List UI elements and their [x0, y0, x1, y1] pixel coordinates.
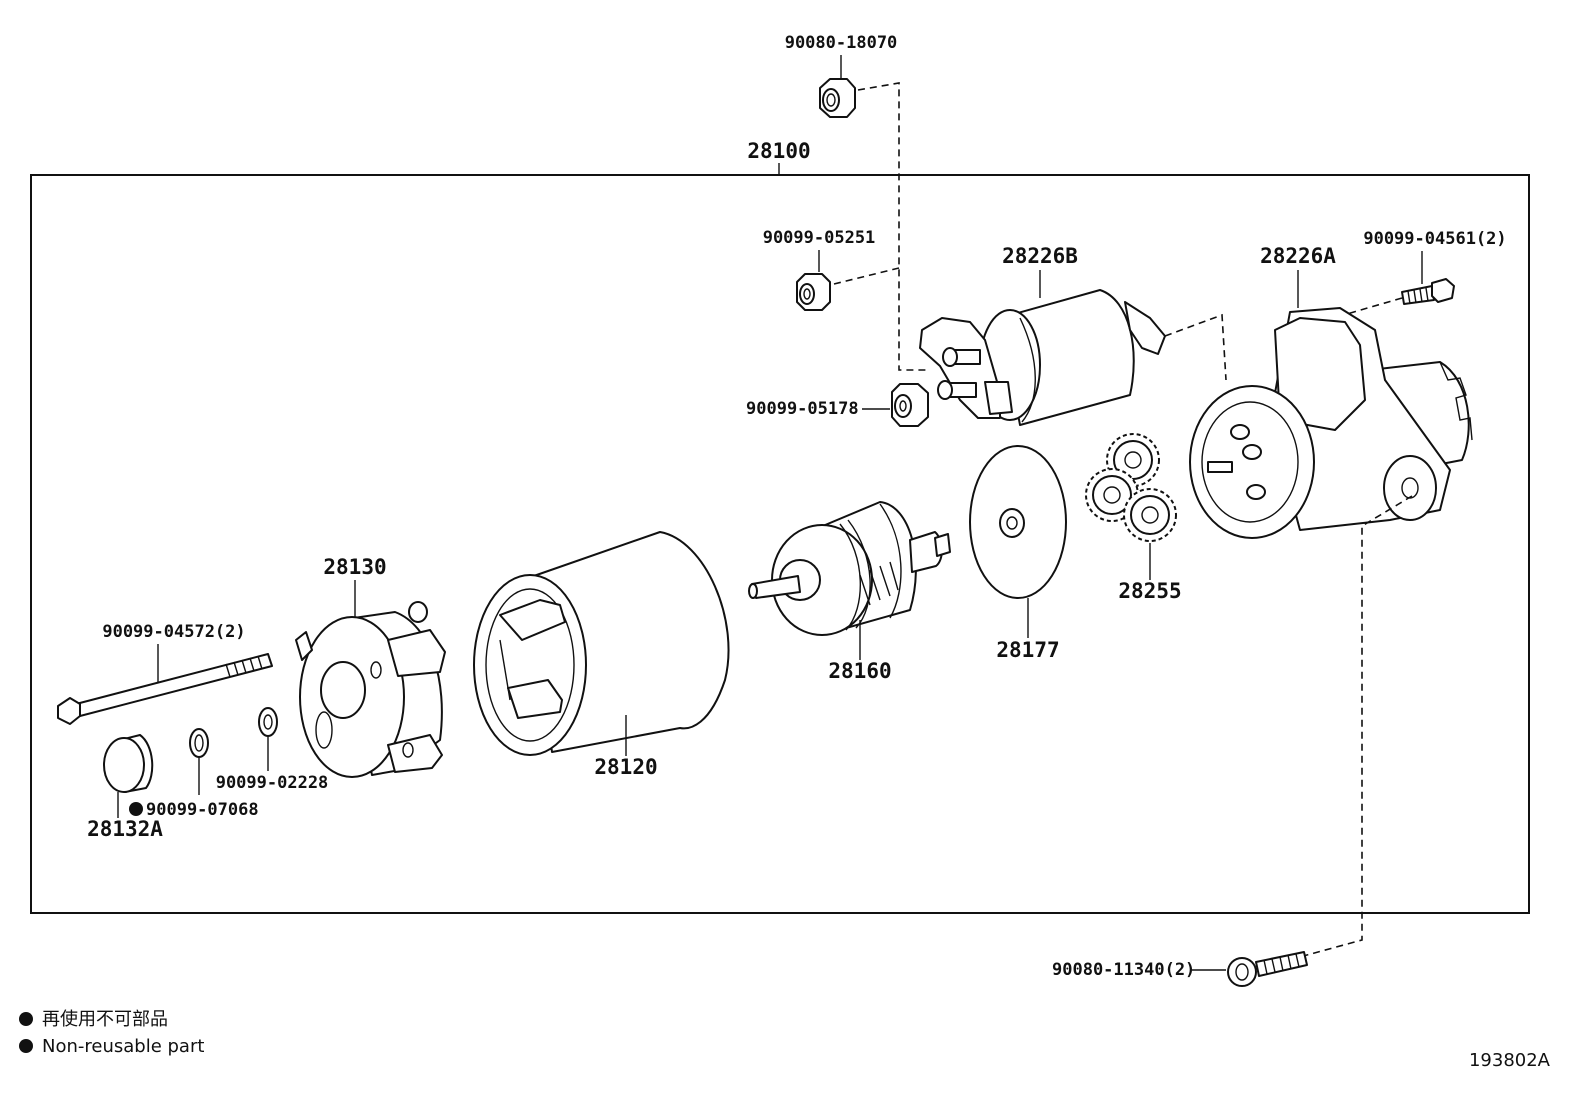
- cap-part: [103, 734, 154, 793]
- yoke-part: [473, 531, 730, 756]
- label-28132A: 28132A: [87, 817, 163, 841]
- magnetic-switch-part: [919, 289, 1166, 426]
- assembly-frame: [30, 174, 1530, 914]
- legend-bullet-icon: [19, 1039, 33, 1053]
- washer-a-part: [258, 707, 278, 737]
- nut-b-part: [891, 383, 929, 427]
- label-28226B: 28226B: [1002, 244, 1078, 268]
- label-90099-05251: 90099-05251: [763, 228, 876, 248]
- label-90080-11340: 90080-11340(2): [1052, 960, 1195, 980]
- label-28255: 28255: [1118, 579, 1181, 603]
- bolt-small-part: [1401, 278, 1455, 305]
- legend-bullet-icon: [19, 1012, 33, 1026]
- label-28177: 28177: [996, 638, 1059, 662]
- label-90099-04572: 90099-04572(2): [102, 622, 245, 642]
- label-28226A: 28226A: [1260, 244, 1336, 268]
- non-reusable-marker: [129, 802, 143, 816]
- planetary-gears-part: [1085, 433, 1177, 542]
- label-28160: 28160: [828, 659, 891, 683]
- through-bolt-part: [57, 653, 273, 725]
- label-28100: 28100: [747, 139, 810, 163]
- washer-b-part: [189, 728, 209, 758]
- label-90099-07068: 90099-07068: [146, 800, 259, 820]
- label-90099-05178: 90099-05178: [746, 399, 859, 419]
- nut-top-part: [819, 78, 856, 118]
- armature-part: [748, 501, 951, 636]
- legend-english-text: Non-reusable part: [42, 1036, 204, 1057]
- label-28130: 28130: [323, 555, 386, 579]
- legend-japanese-text: 再使用不可部品: [42, 1009, 168, 1030]
- figure-id: 193802A: [1469, 1050, 1551, 1071]
- label-90080-18070: 90080-18070: [785, 33, 898, 53]
- label-90099-02228: 90099-02228: [216, 773, 329, 793]
- label-90099-04561: 90099-04561(2): [1363, 229, 1506, 249]
- mount-bolt-part: [1227, 951, 1308, 987]
- label-28120: 28120: [594, 755, 657, 779]
- nut-a-part: [796, 273, 831, 311]
- end-frame-part: [295, 601, 446, 778]
- housing-part: [1189, 307, 1473, 539]
- plate-part: [969, 445, 1067, 599]
